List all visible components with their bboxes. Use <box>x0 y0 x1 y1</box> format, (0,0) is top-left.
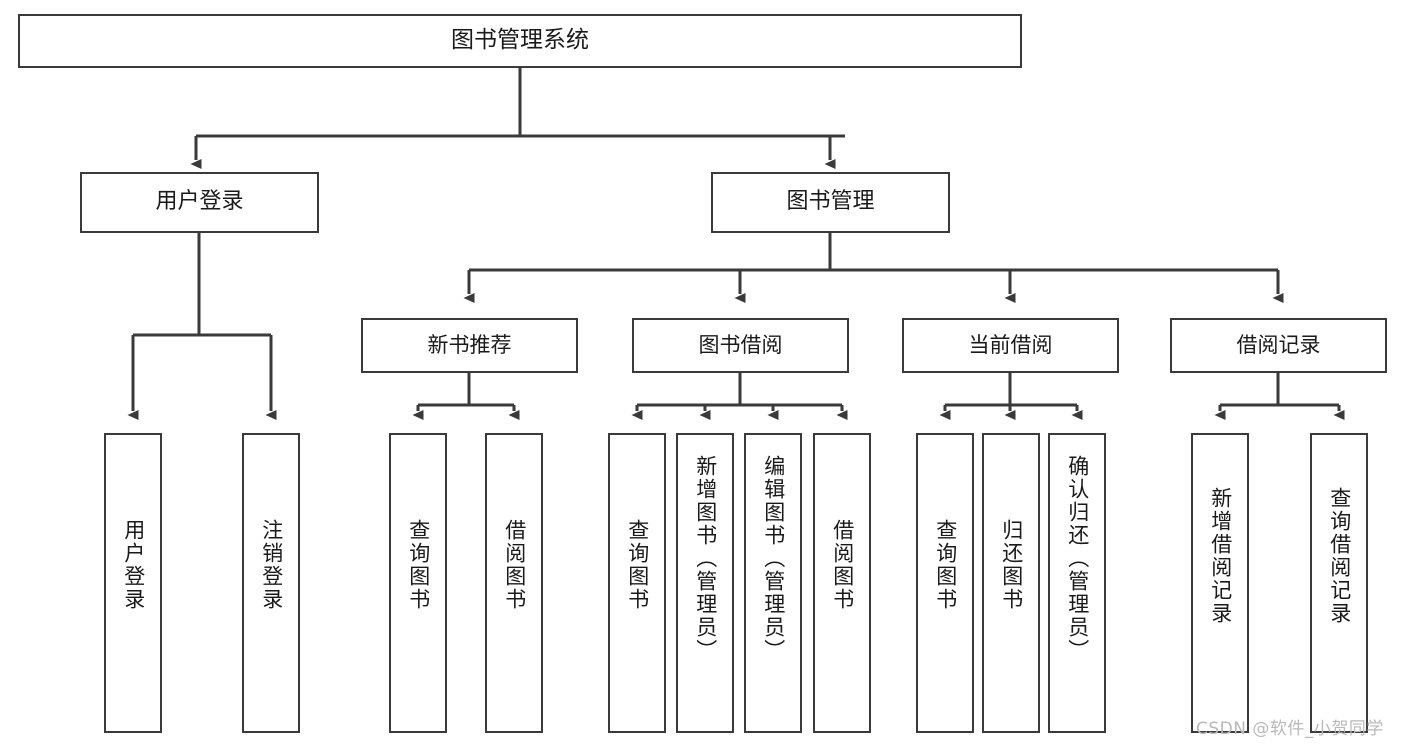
node-leaf-add-record-label: 新增借阅记录 <box>1208 487 1233 625</box>
node-leaf-edit-book[interactable]: 编辑图书（管理员） <box>744 433 802 733</box>
node-book-manage[interactable]: 图书管理 <box>711 172 950 233</box>
node-leaf-query-book-2[interactable]: 查询图书 <box>608 433 666 733</box>
node-leaf-return-book-label: 归还图书 <box>999 519 1024 611</box>
node-user-login-label: 用户登录 <box>155 189 244 215</box>
node-leaf-logout[interactable]: 注销登录 <box>242 433 300 733</box>
node-leaf-query-record-label: 查询借阅记录 <box>1327 487 1352 625</box>
node-leaf-return-book[interactable]: 归还图书 <box>982 433 1040 733</box>
node-leaf-borrow-book-1-label: 借阅图书 <box>502 519 527 611</box>
node-leaf-confirm-return[interactable]: 确认归还（管理员） <box>1048 433 1106 733</box>
node-leaf-borrow-book-1[interactable]: 借阅图书 <box>485 433 543 733</box>
node-current-borrow-label: 当前借阅 <box>968 332 1053 357</box>
node-leaf-logout-label: 注销登录 <box>259 519 284 611</box>
node-leaf-confirm-return-label: 确认归还（管理员） <box>1065 455 1090 662</box>
node-leaf-add-book-label: 新增图书（管理员） <box>693 455 718 662</box>
node-borrow-record[interactable]: 借阅记录 <box>1170 318 1387 373</box>
node-leaf-query-record[interactable]: 查询借阅记录 <box>1310 433 1368 733</box>
node-book-borrow-label: 图书借阅 <box>698 332 783 357</box>
node-book-manage-label: 图书管理 <box>786 189 875 215</box>
node-leaf-user-login[interactable]: 用户登录 <box>104 433 162 733</box>
node-leaf-query-book-2-label: 查询图书 <box>625 519 650 611</box>
node-leaf-edit-book-label: 编辑图书（管理员） <box>761 455 786 662</box>
node-root[interactable]: 图书管理系统 <box>18 14 1022 68</box>
node-root-label: 图书管理系统 <box>451 27 589 54</box>
node-leaf-add-record[interactable]: 新增借阅记录 <box>1191 433 1249 733</box>
node-leaf-query-book-1-label: 查询图书 <box>406 519 431 611</box>
node-leaf-query-book-3-label: 查询图书 <box>933 519 958 611</box>
node-leaf-query-book-1[interactable]: 查询图书 <box>389 433 447 733</box>
node-current-borrow[interactable]: 当前借阅 <box>902 318 1119 373</box>
watermark: CSDN @软件_小贺同学 <box>1196 719 1384 739</box>
node-book-borrow[interactable]: 图书借阅 <box>632 318 849 373</box>
node-borrow-record-label: 借阅记录 <box>1236 332 1321 357</box>
node-leaf-user-login-label: 用户登录 <box>121 519 146 611</box>
node-leaf-borrow-book-2[interactable]: 借阅图书 <box>813 433 871 733</box>
node-user-login[interactable]: 用户登录 <box>80 172 319 233</box>
node-leaf-add-book[interactable]: 新增图书（管理员） <box>676 433 734 733</box>
node-leaf-query-book-3[interactable]: 查询图书 <box>916 433 974 733</box>
node-new-book-recommend-label: 新书推荐 <box>427 332 512 357</box>
node-new-book-recommend[interactable]: 新书推荐 <box>361 318 578 373</box>
node-leaf-borrow-book-2-label: 借阅图书 <box>830 519 855 611</box>
